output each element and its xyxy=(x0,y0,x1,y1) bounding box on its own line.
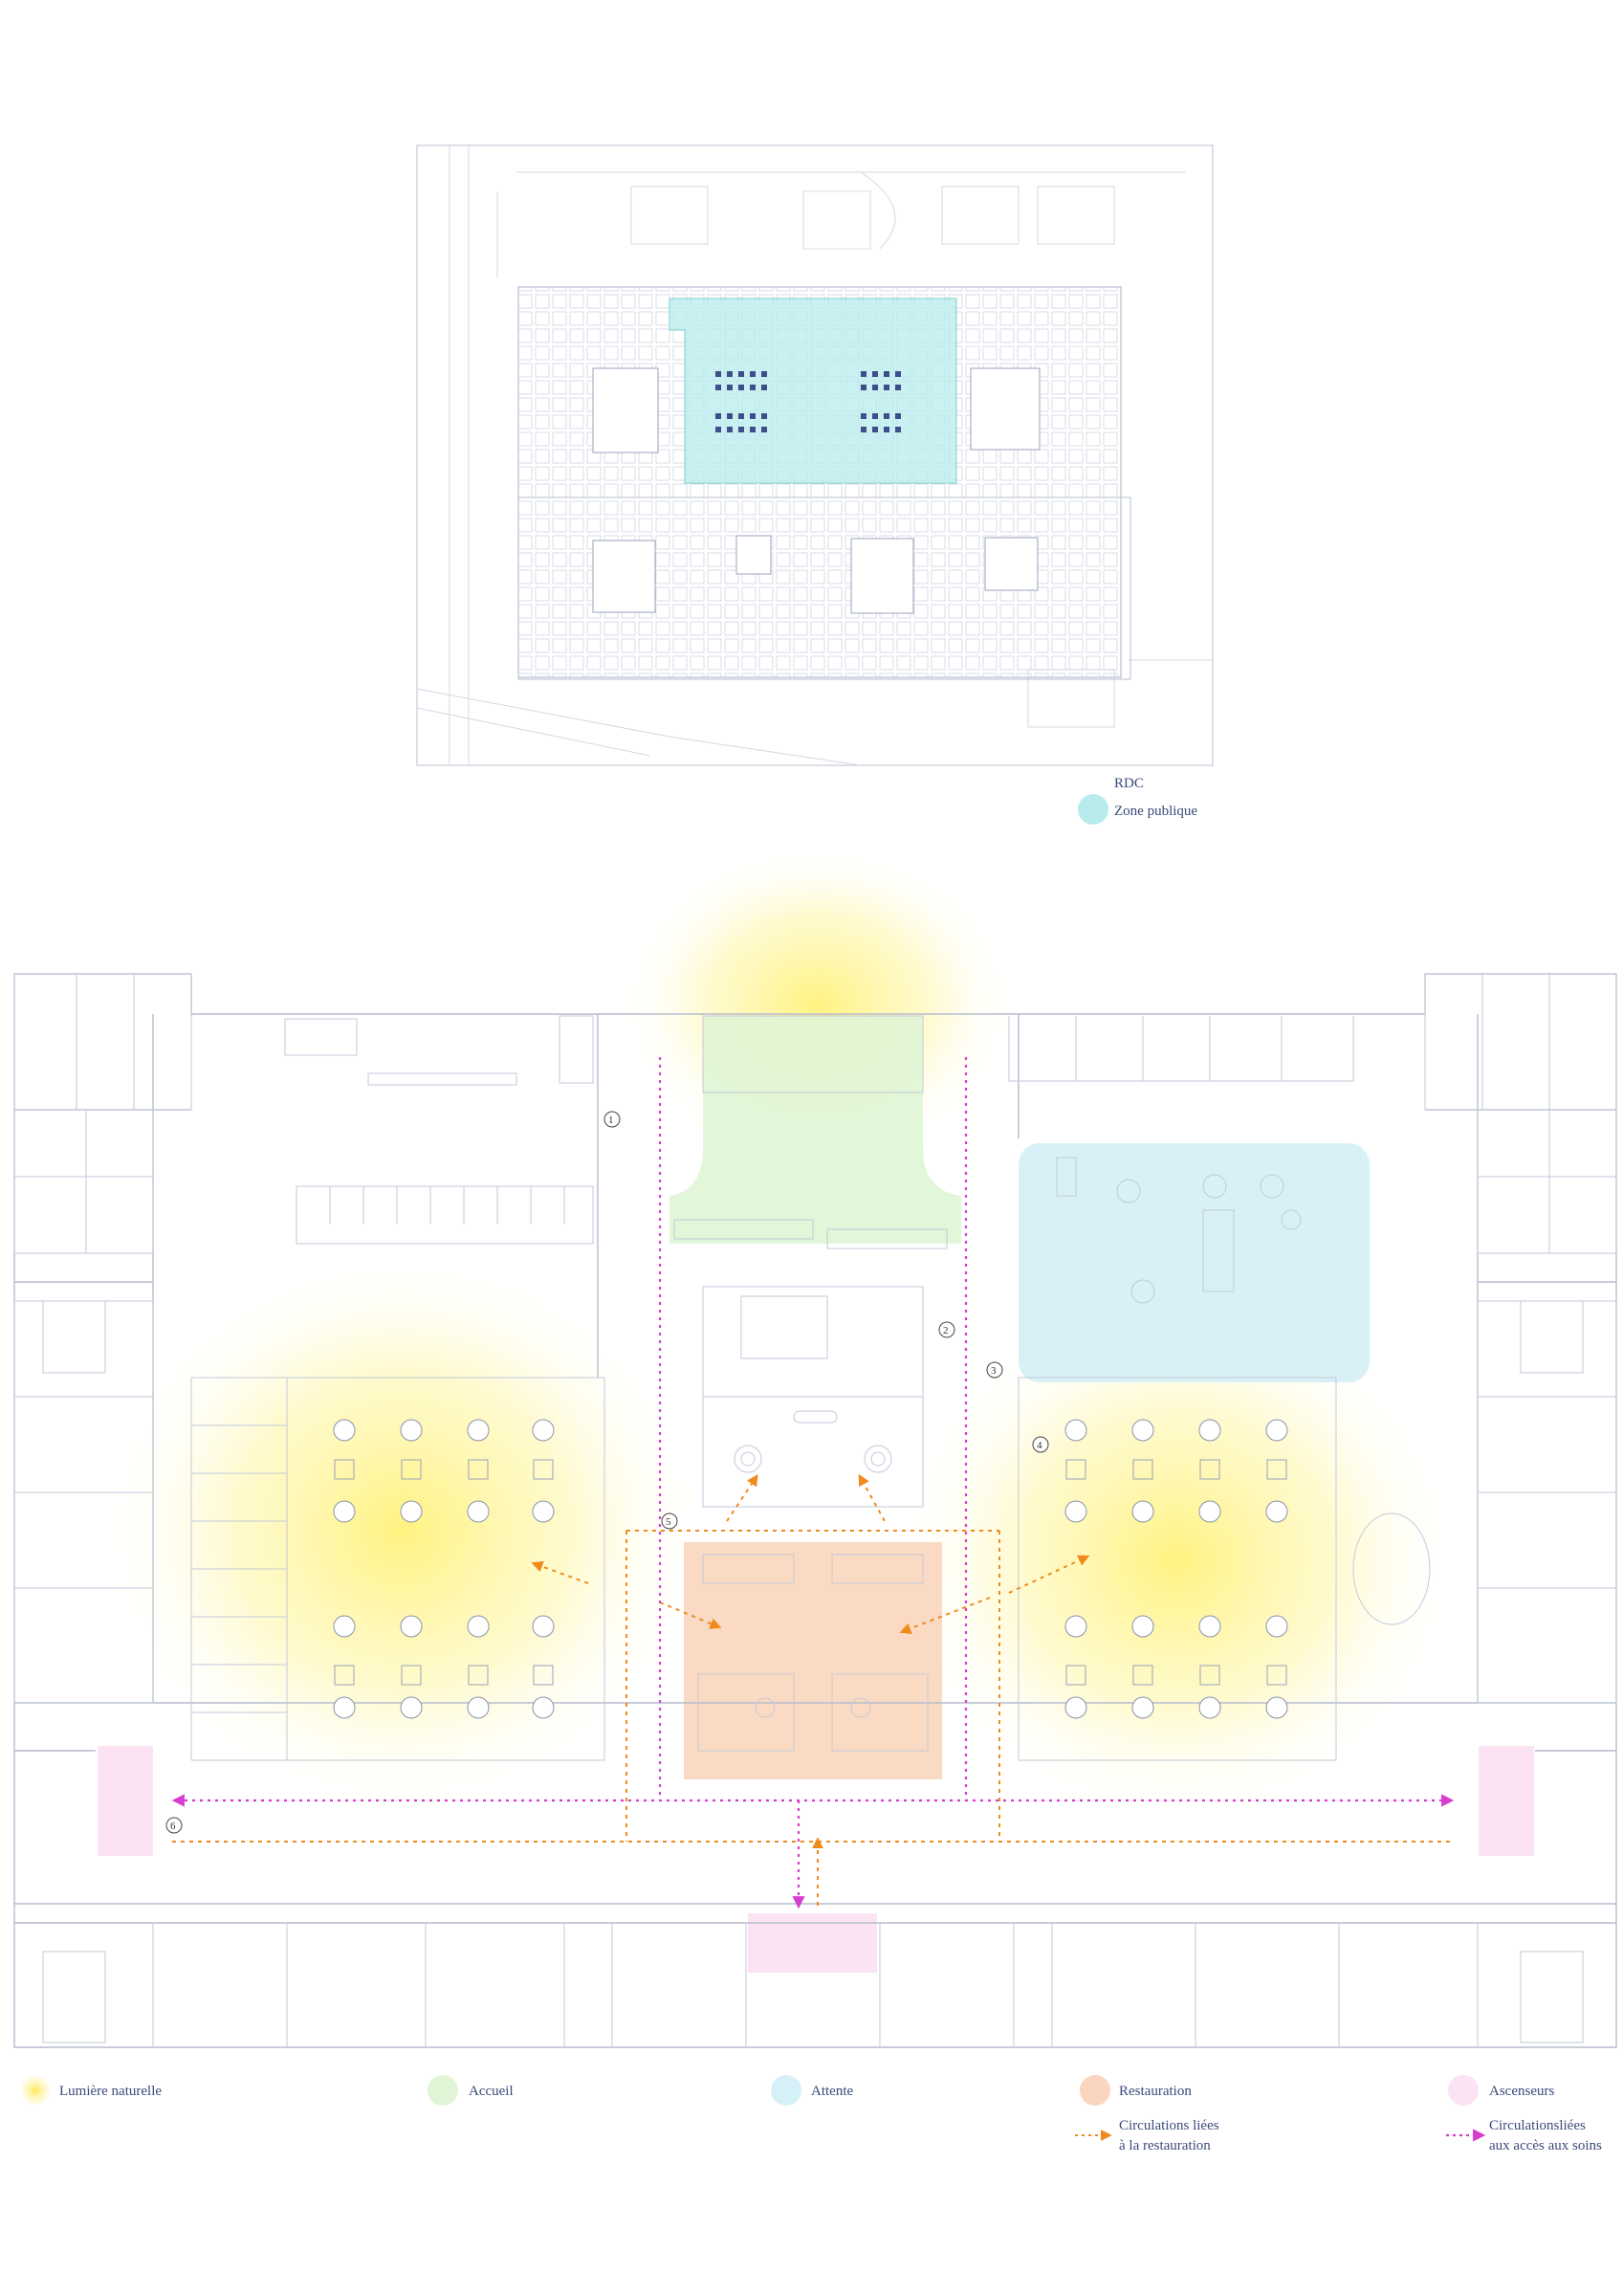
marker-5: 5 xyxy=(661,1512,678,1530)
detailed-floor-plan: 1 2 3 4 5 6 xyxy=(13,842,1617,2048)
site-plan-thumbnail: RDC Zone publique xyxy=(416,144,1214,825)
restaurant-circulation xyxy=(172,1473,1454,1909)
legend-swatch-reception xyxy=(428,2075,458,2106)
legend-care-flow-line1: Circulationsliées xyxy=(1489,2118,1586,2133)
legend-restaurant-flow-line1: Circulations liées xyxy=(1119,2118,1219,2133)
marker-4-label: 4 xyxy=(1037,1440,1042,1451)
legend-swatch-elevators xyxy=(1448,2075,1479,2106)
legend-swatch-natural-light xyxy=(21,2076,50,2105)
legend-care-flow-line2: aux accès aux soins xyxy=(1489,2138,1602,2153)
legend-label-waiting: Attente xyxy=(811,2084,853,2099)
marker-4: 4 xyxy=(1032,1436,1049,1453)
legend: Lumière naturelle Accueil Attente Restau… xyxy=(21,2075,1602,2153)
waiting-zone xyxy=(1019,1143,1370,1382)
legend-label-restaurant: Restauration xyxy=(1119,2084,1192,2099)
reception-zone xyxy=(669,1016,961,1244)
elevator-left xyxy=(98,1746,153,1856)
light-zone-right-hall xyxy=(889,1292,1463,1827)
legend-swatch-waiting xyxy=(771,2075,801,2106)
marker-5-label: 5 xyxy=(666,1516,671,1528)
elevator-right xyxy=(1479,1746,1534,1856)
marker-1: 1 xyxy=(603,1111,621,1128)
legend-label-elevators: Ascenseurs xyxy=(1489,2084,1554,2099)
restaurant-zone xyxy=(684,1542,942,1779)
plan-title: RDC xyxy=(1114,776,1144,791)
public-zone-label: Zone publique xyxy=(1114,804,1197,819)
legend-restaurant-flow-line2: à la restauration xyxy=(1119,2138,1211,2153)
marker-3-label: 3 xyxy=(991,1365,997,1377)
care-access-circulation xyxy=(171,1057,1455,1910)
marker-6-label: 6 xyxy=(170,1821,176,1832)
marker-1-label: 1 xyxy=(608,1115,614,1126)
marker-3: 3 xyxy=(986,1361,1003,1379)
legend-label-reception: Accueil xyxy=(469,2084,514,2099)
marker-6: 6 xyxy=(165,1817,183,1834)
legend-swatch-restaurant xyxy=(1080,2075,1110,2106)
legend-label-natural-light: Lumière naturelle xyxy=(59,2084,162,2099)
marker-2: 2 xyxy=(938,1321,955,1338)
public-zone-swatch xyxy=(1078,794,1108,825)
marker-2-label: 2 xyxy=(943,1325,949,1336)
light-zone-left-hall xyxy=(96,1244,708,1818)
